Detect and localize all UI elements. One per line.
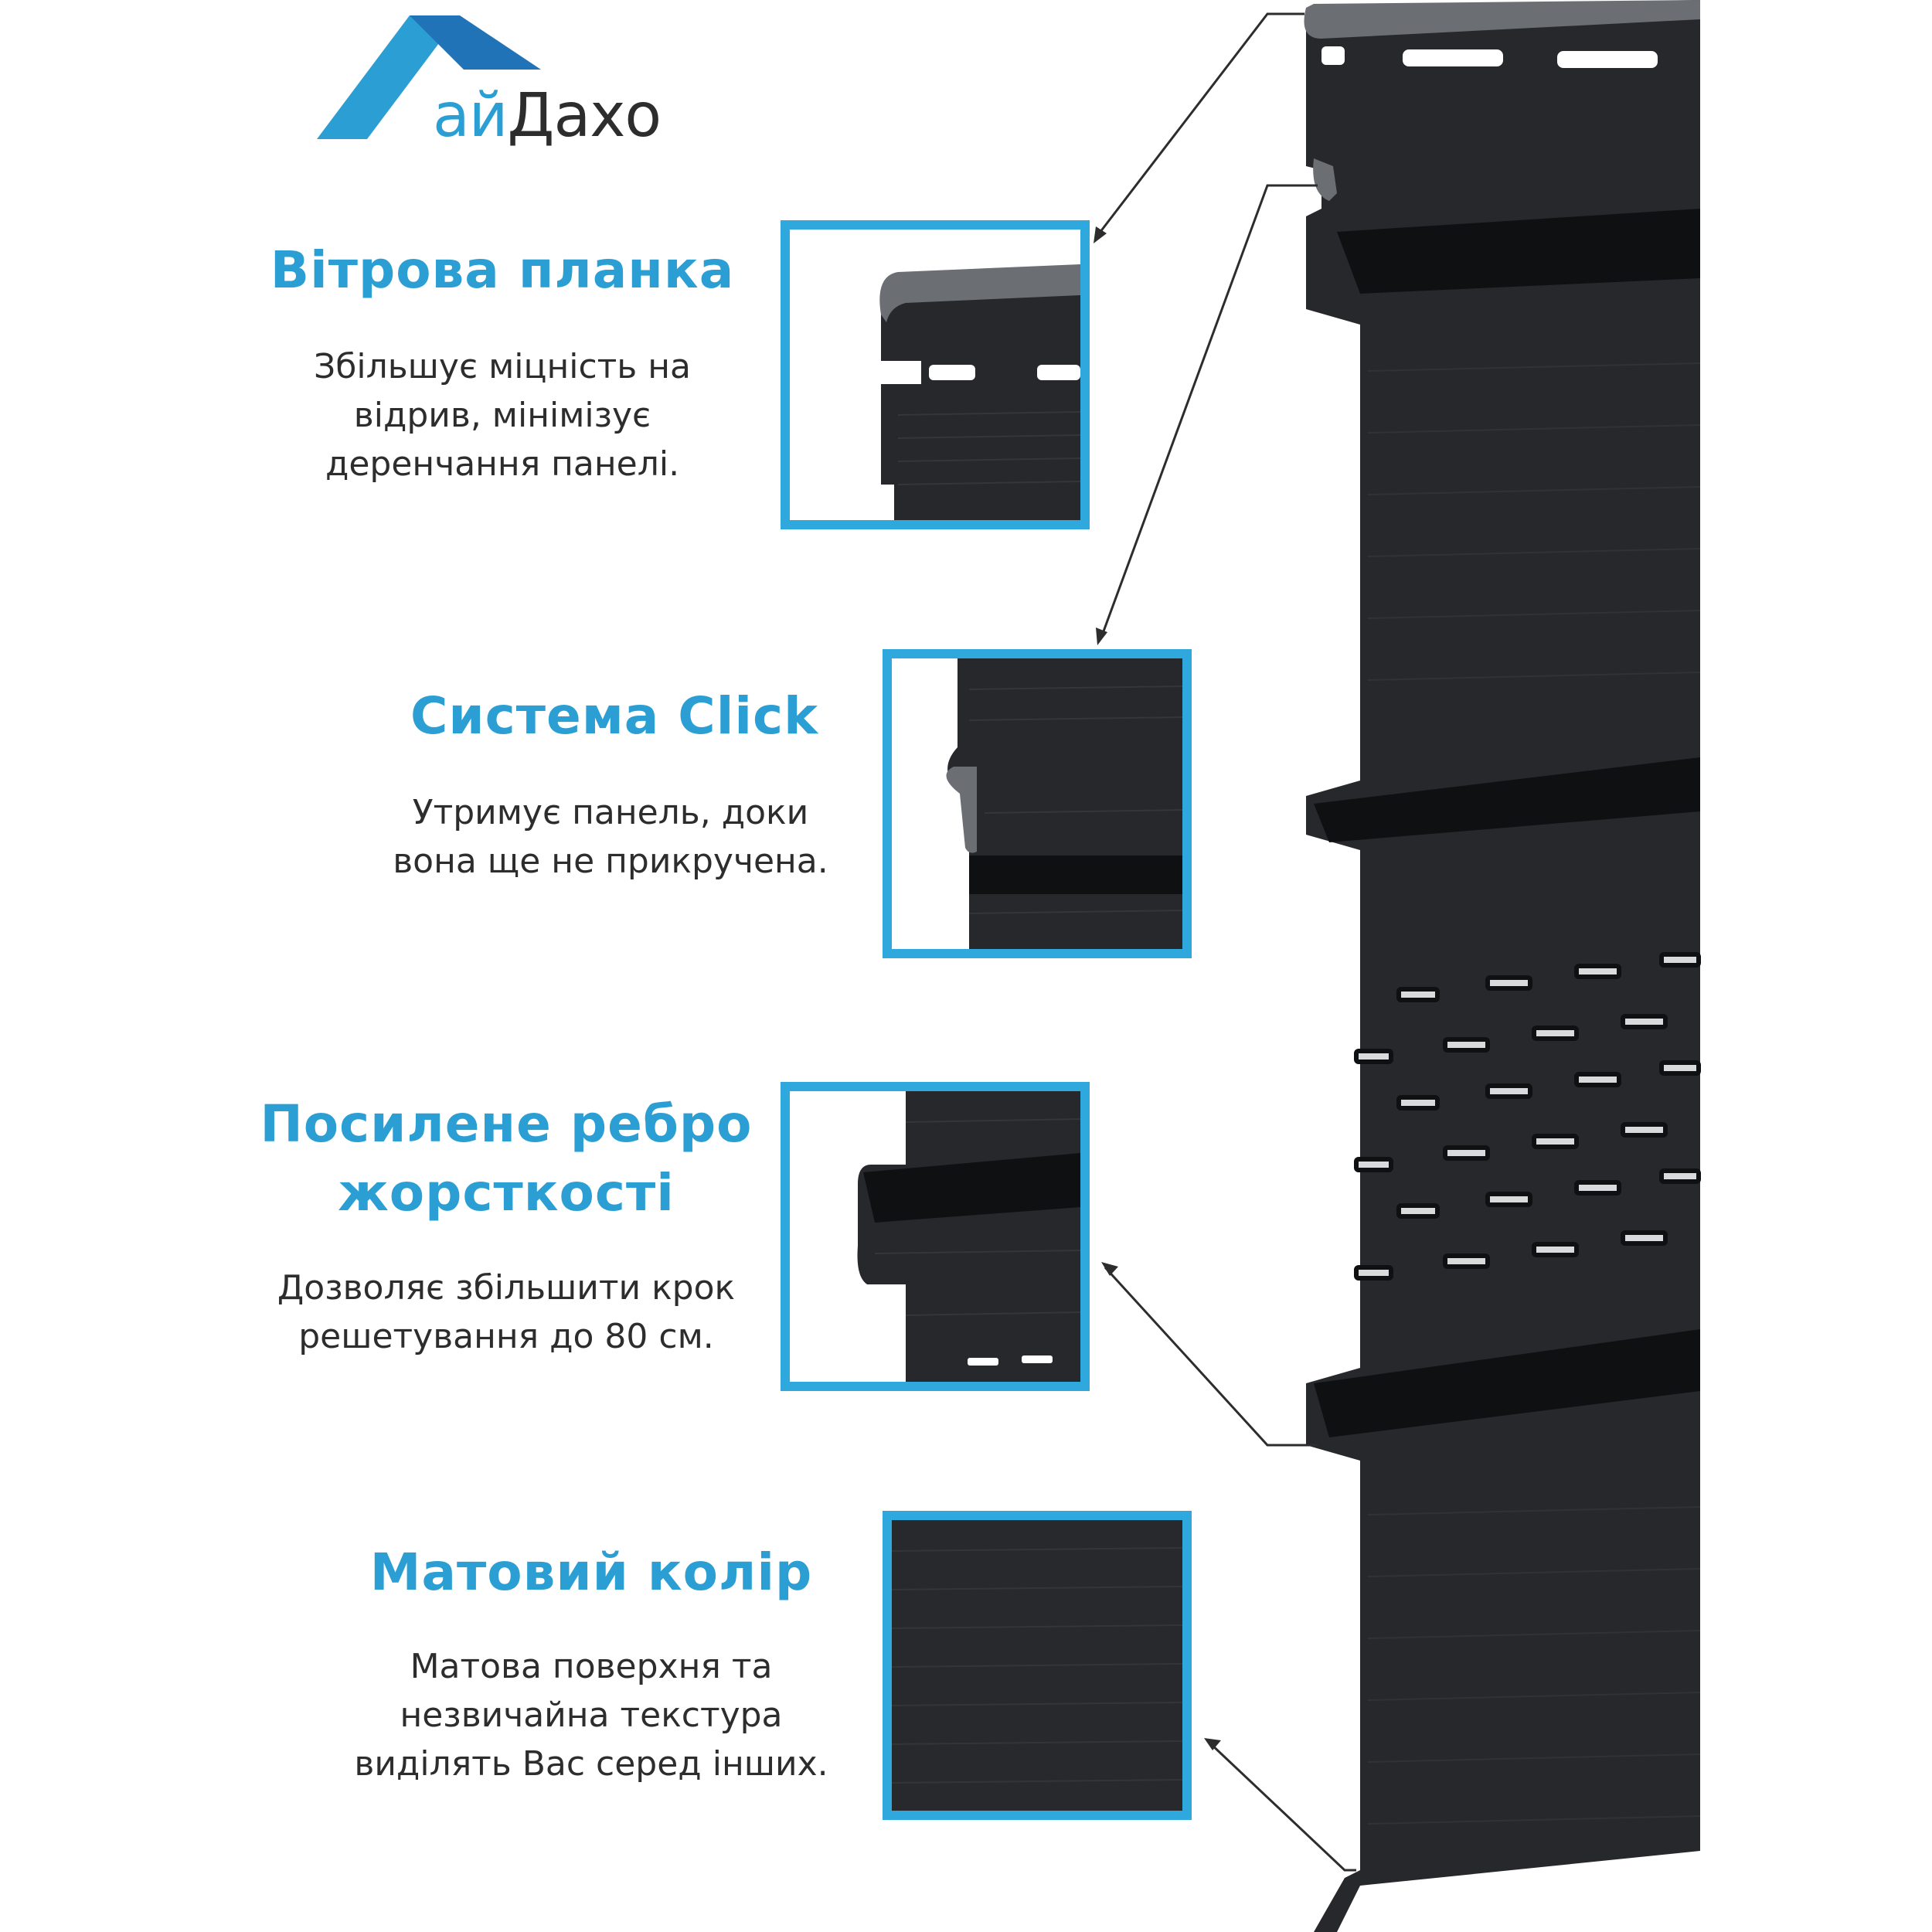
desc-line: незвичайна текстура xyxy=(400,1696,783,1735)
inset-stiffening-rib xyxy=(781,1082,1090,1391)
feature-title-wind-strip: Вітрова планка xyxy=(270,240,735,300)
feature-desc-wind-strip: Збільшує міцність на відрив, мінімізує д… xyxy=(232,342,773,488)
feature-title-click-system: Система Click xyxy=(410,686,818,746)
desc-line: Дозволяє збільшити крок xyxy=(277,1268,736,1308)
click-system-closeup-image xyxy=(892,658,1182,949)
desc-line: Матова поверхня та xyxy=(410,1647,773,1686)
desc-line: Збільшує міцність на xyxy=(314,347,691,386)
feature-desc-matte-color: Матова поверхня та незвичайна текстура в… xyxy=(309,1642,873,1788)
desc-line: вона ще не прикручена. xyxy=(393,842,828,881)
desc-line: решетування до 80 см. xyxy=(298,1317,714,1356)
matte-color-closeup-image xyxy=(892,1520,1182,1811)
feature-desc-stiffening-rib: Дозволяє збільшити крок решетування до 8… xyxy=(232,1264,781,1361)
roof-logo-icon xyxy=(317,15,541,139)
feature-title-stiffening-rib: Посилене ребро жорсткості xyxy=(232,1090,781,1227)
inset-wind-strip xyxy=(781,220,1090,529)
feature-title-matte-color: Матовий колір xyxy=(369,1543,813,1602)
inset-matte-color xyxy=(883,1511,1192,1820)
feature-desc-click-system: Утримує панель, доки вона ще не прикруче… xyxy=(340,788,881,886)
desc-line: деренчання панелі. xyxy=(325,444,680,484)
logo-text: айДахо xyxy=(433,81,662,151)
wind-strip-closeup-image xyxy=(790,230,1080,520)
title-line: жорсткості xyxy=(338,1163,675,1223)
inset-click-system xyxy=(883,649,1192,958)
logo-text-part1: ай xyxy=(433,81,508,151)
logo-text-part2: Дахо xyxy=(507,81,662,151)
title-line: Посилене ребро xyxy=(260,1094,753,1154)
desc-line: Утримує панель, доки xyxy=(412,793,809,832)
stiffening-rib-closeup-image xyxy=(790,1091,1080,1382)
desc-line: відрив, мінімізує xyxy=(353,396,651,435)
desc-line: виділять Вас серед інших. xyxy=(354,1744,828,1784)
